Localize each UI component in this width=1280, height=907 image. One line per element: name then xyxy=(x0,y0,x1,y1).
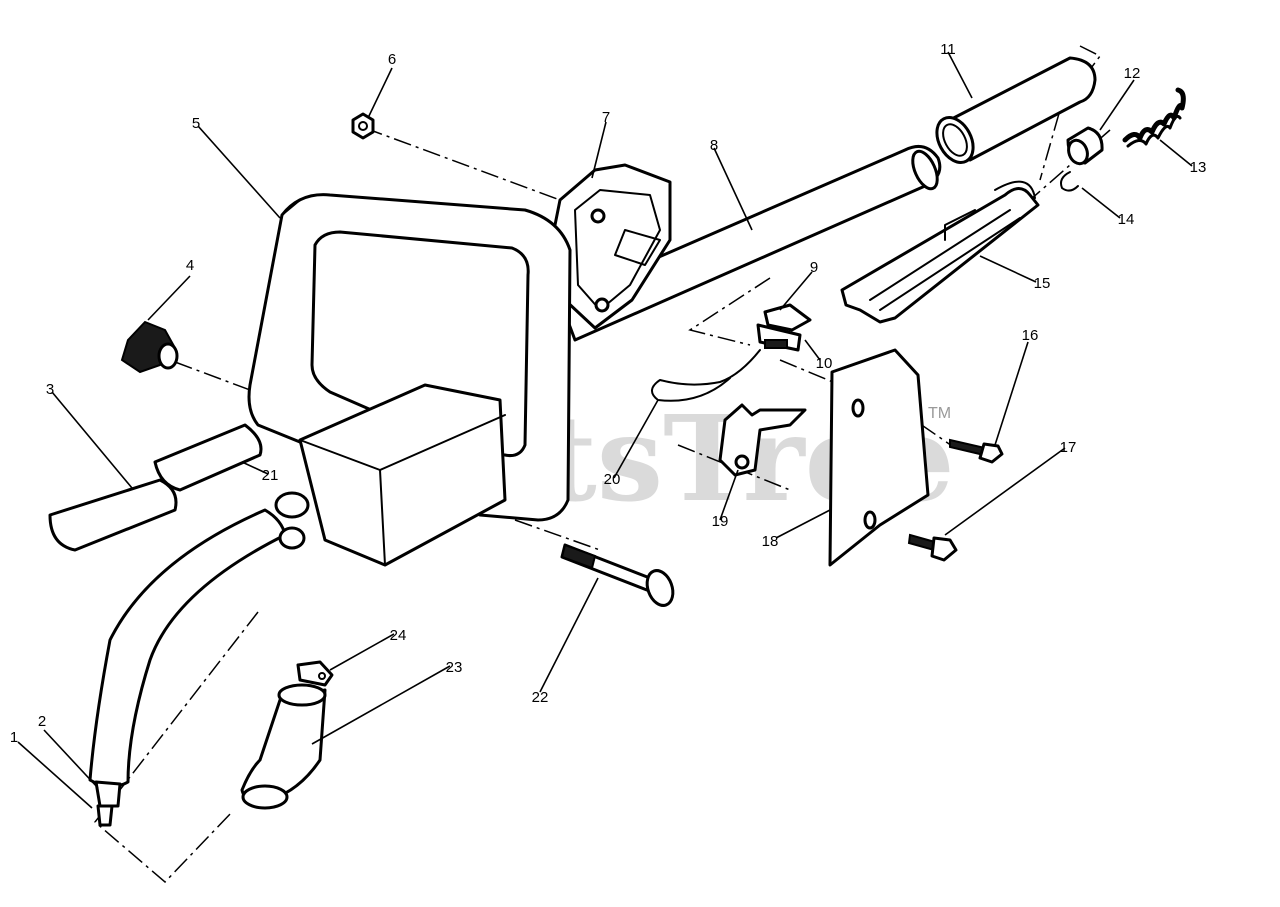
callout-18: 18 xyxy=(762,533,779,550)
part-16-screw xyxy=(949,438,1004,464)
callout-23: 23 xyxy=(446,659,463,676)
part-4-knob xyxy=(120,320,179,374)
callout-6: 6 xyxy=(388,51,396,68)
callout-20: 20 xyxy=(604,471,621,488)
callout-13: 13 xyxy=(1190,159,1207,176)
callout-7: 7 xyxy=(602,109,610,126)
callout-2: 2 xyxy=(38,713,46,730)
part-6-nut xyxy=(351,112,375,140)
part-21-sleeve xyxy=(153,423,263,492)
callout-24: 24 xyxy=(390,627,407,644)
part-8-shaft xyxy=(558,144,942,342)
part-7-bracket xyxy=(546,163,672,330)
callout-9: 9 xyxy=(810,259,818,276)
callout-17: 17 xyxy=(1060,439,1077,456)
part-1-tip xyxy=(96,804,114,827)
part-12-bushing xyxy=(1066,126,1104,166)
part-18-plate xyxy=(828,348,930,567)
part-9-switch-cap xyxy=(763,303,812,332)
callout-8: 8 xyxy=(710,137,718,154)
trademark-text: TM xyxy=(928,405,951,422)
callout-4: 4 xyxy=(186,257,194,274)
callout-22: 22 xyxy=(532,689,549,706)
part-23-sleeve xyxy=(240,683,327,810)
part-15-housing xyxy=(840,180,1040,324)
callout-11: 11 xyxy=(940,41,956,58)
callout-5: 5 xyxy=(192,115,200,132)
callout-21: 21 xyxy=(262,467,279,484)
part-2-plug xyxy=(94,780,122,808)
callout-19: 19 xyxy=(712,513,729,530)
callout-10: 10 xyxy=(816,355,833,372)
part-22-bolt xyxy=(560,543,675,607)
part-24-clip xyxy=(296,660,334,687)
callout-3: 3 xyxy=(46,381,54,398)
part-17-bolt xyxy=(907,533,958,562)
callout-15: 15 xyxy=(1034,275,1051,292)
callout-16: 16 xyxy=(1022,327,1039,344)
callout-1: 1 xyxy=(10,729,18,746)
rear-grip-tube xyxy=(88,491,310,788)
part-20-wire xyxy=(651,349,761,402)
callout-labels: 1 2 3 4 5 6 7 8 9 10 11 12 13 14 15 16 1… xyxy=(10,41,1207,746)
part-3-sleeve xyxy=(48,478,178,552)
part-13-spring xyxy=(1122,87,1186,148)
part-11-tube xyxy=(935,56,1097,164)
leader-lines xyxy=(17,51,1193,809)
grip-block xyxy=(298,383,507,567)
part-10-switch-body xyxy=(756,323,802,352)
callout-14: 14 xyxy=(1118,211,1135,228)
part-19-trigger xyxy=(718,403,807,477)
callout-12: 12 xyxy=(1124,65,1141,82)
part-14-retaining-ring xyxy=(1060,171,1079,192)
